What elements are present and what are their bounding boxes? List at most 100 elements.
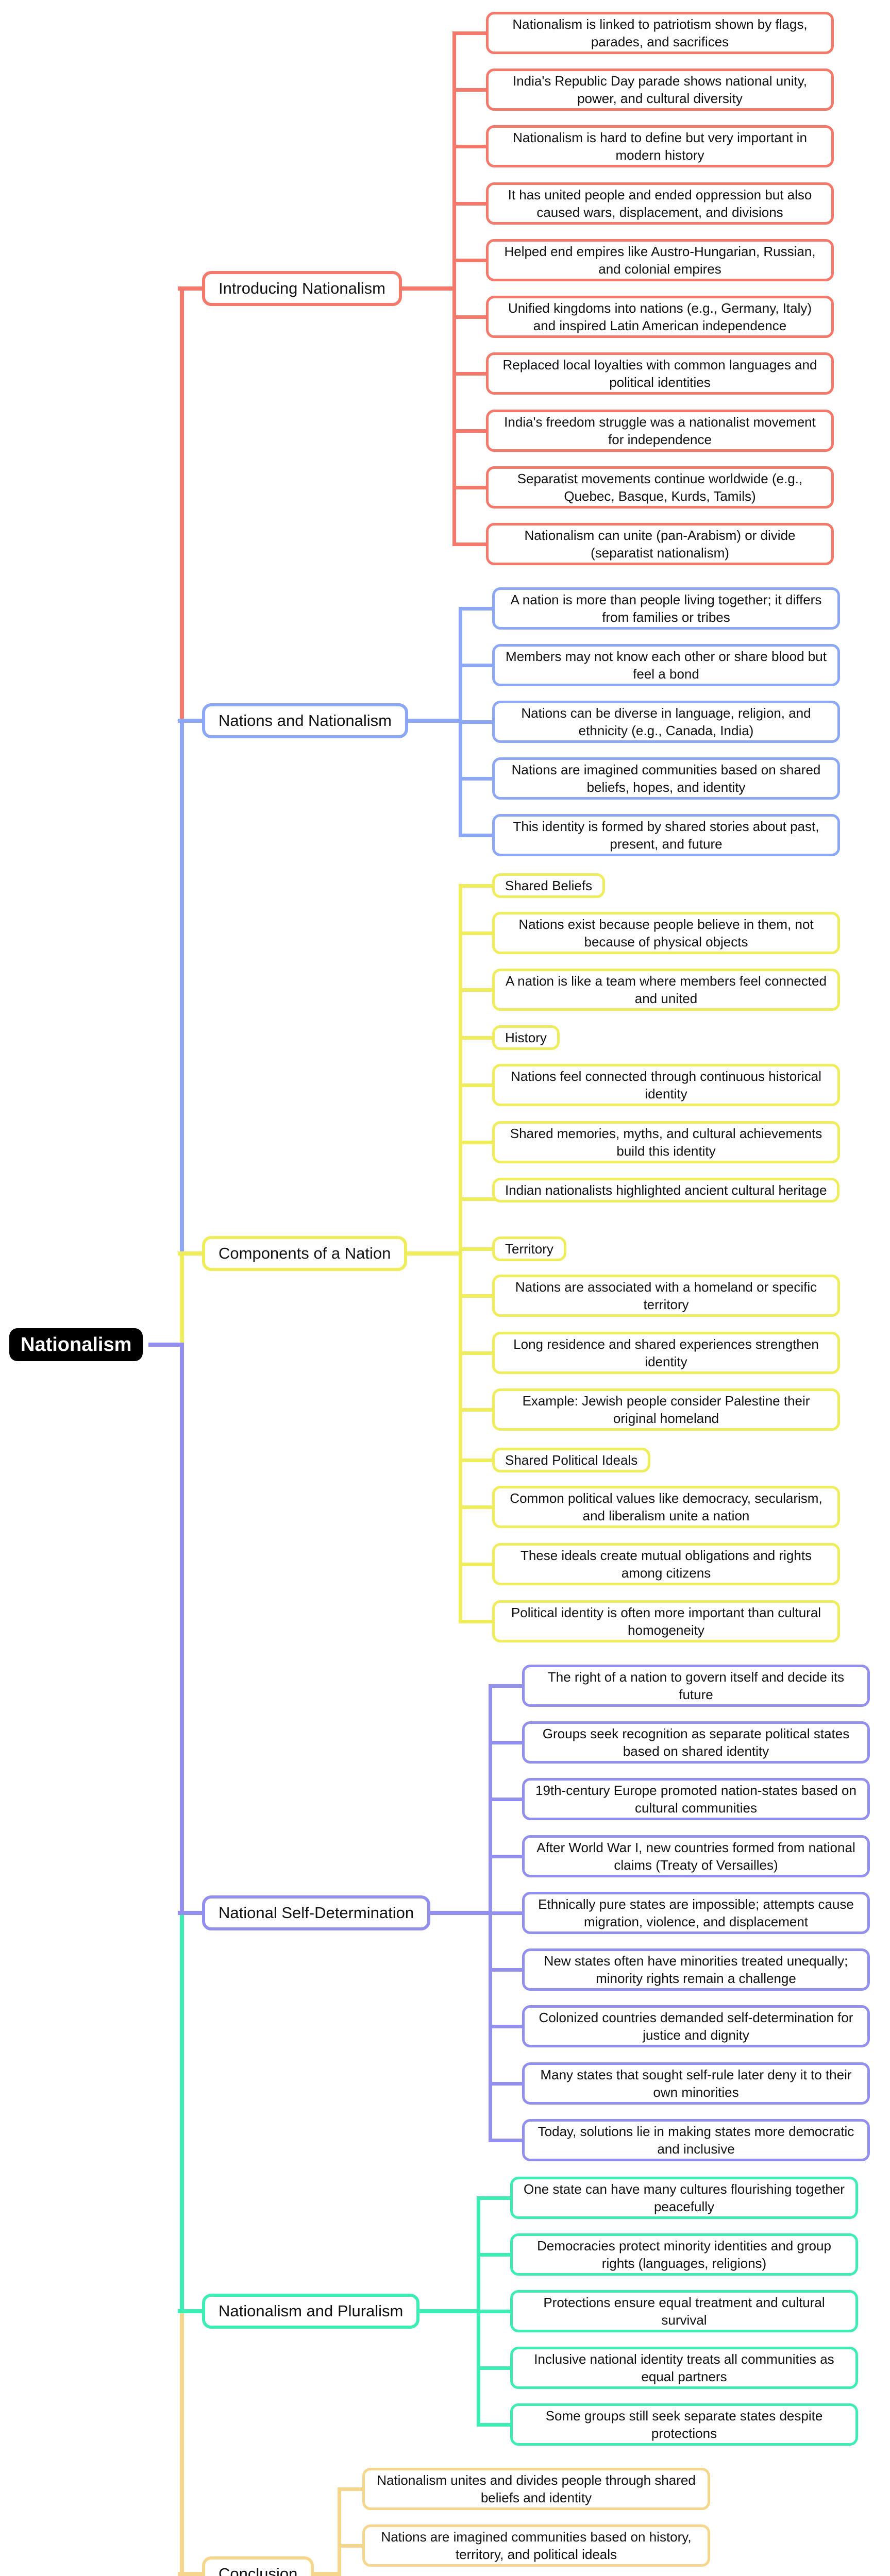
branch-node: Introducing Nationalism <box>202 271 402 306</box>
leaf-node: Democracies protect minority identities … <box>510 2233 858 2276</box>
leaf-connector <box>489 2139 529 2142</box>
leaf-connector <box>338 2544 370 2548</box>
leaf-node: New states often have minorities treated… <box>522 1948 870 1991</box>
leaf-node: These ideals create mutual obligations a… <box>492 1543 840 1585</box>
leaf-connector <box>452 486 493 489</box>
leaf-node: Nations feel connected through continuou… <box>492 1064 840 1106</box>
leaf-connector <box>489 1968 529 1972</box>
trunk-segment <box>180 2309 184 2576</box>
leaf-node: Political identity is often more importa… <box>492 1600 840 1642</box>
leaf-connector <box>459 720 499 724</box>
leaf-connector <box>477 2366 517 2370</box>
leaf-connector <box>459 607 499 611</box>
leaf-connector <box>452 259 493 262</box>
leaf-connector <box>459 1197 499 1201</box>
root-node: Nationalism <box>9 1328 143 1361</box>
leaf-connector <box>459 884 499 888</box>
leaf-connector <box>452 372 493 376</box>
leaf-connector <box>459 1141 499 1144</box>
leaf-connector <box>489 1741 529 1744</box>
leaf-connector <box>452 315 493 319</box>
leaf-node: Replaced local loyalties with common lan… <box>486 352 834 395</box>
leaf-connector <box>459 1247 499 1251</box>
branch-node: Nations and Nationalism <box>202 703 409 738</box>
leaf-connector <box>452 543 493 546</box>
leaf-node: Nationalism unites and divides people th… <box>362 2468 710 2510</box>
trunk-segment <box>180 286 184 723</box>
leaf-connector <box>459 1459 499 1462</box>
leaf-node: Groups seek recognition as separate poli… <box>522 1721 870 1764</box>
leaf-node: 19th-century Europe promoted nation-stat… <box>522 1778 870 1820</box>
leaf-trunk <box>459 884 462 1623</box>
leaf-connector <box>459 1505 499 1509</box>
branch-node: Components of a Nation <box>202 1236 408 1271</box>
trunk-segment <box>180 1343 184 1915</box>
leaf-node: Nations can be diverse in language, reli… <box>492 701 840 743</box>
leaf-node: Nations are associated with a homeland o… <box>492 1275 840 1317</box>
leaf-connector <box>459 1563 499 1566</box>
leaf-connector <box>489 1855 529 1858</box>
leaf-node: Inclusive national identity treats all c… <box>510 2347 858 2389</box>
leaf-node: Nationalism can unite (pan-Arabism) or d… <box>486 523 834 565</box>
root-connector <box>148 1343 184 1347</box>
leaf-node: India's Republic Day parade shows nation… <box>486 69 834 111</box>
leaf-connector <box>477 2253 517 2257</box>
leaf-connector <box>459 1408 499 1412</box>
leaf-node: Protections ensure equal treatment and c… <box>510 2290 858 2332</box>
leaf-node: It has united people and ended oppressio… <box>486 182 834 225</box>
leaf-connector <box>489 1911 529 1915</box>
leaf-connector <box>452 31 493 35</box>
leaf-node: Ethnically pure states are impossible; a… <box>522 1892 870 1934</box>
leaf-connector <box>489 2025 529 2028</box>
leaf-node: Shared Political Ideals <box>492 1448 651 1472</box>
leaf-node: Members may not know each other or share… <box>492 644 840 686</box>
leaf-node: Indian nationalists highlighted ancient … <box>492 1178 840 1202</box>
trunk-segment <box>180 1251 184 1347</box>
leaf-connector <box>459 1083 499 1087</box>
leaf-connector <box>452 88 493 92</box>
branch-node: National Self-Determination <box>202 1895 431 1930</box>
leaf-connector <box>489 1684 529 1688</box>
leaf-node: Today, solutions lie in making states mo… <box>522 2119 870 2161</box>
leaf-trunk <box>452 31 456 546</box>
leaf-node: Shared memories, myths, and cultural ach… <box>492 1121 840 1163</box>
leaf-connector <box>459 834 499 837</box>
leaf-connector <box>338 2487 370 2491</box>
leaf-connector <box>477 2423 517 2427</box>
leaf-connector <box>489 1798 529 1801</box>
leaf-connector <box>459 931 499 935</box>
leaf-node: Many states that sought self-rule later … <box>522 2062 870 2105</box>
leaf-node: The right of a nation to govern itself a… <box>522 1665 870 1707</box>
leaf-node: Nations exist because people believe in … <box>492 912 840 954</box>
leaf-node: Territory <box>492 1236 566 1261</box>
leaf-node: After World War I, new countries formed … <box>522 1835 870 1877</box>
leaf-connector <box>489 2082 529 2086</box>
leaf-node: Separatist movements continue worldwide … <box>486 466 834 509</box>
leaf-node: A nation is more than people living toge… <box>492 587 840 630</box>
branch-node: Conclusion <box>202 2556 314 2576</box>
leaf-node: Helped end empires like Austro-Hungarian… <box>486 239 834 281</box>
leaf-connector <box>459 988 499 992</box>
leaf-node: One state can have many cultures flouris… <box>510 2177 858 2219</box>
leaf-node: History <box>492 1025 560 1050</box>
leaf-node: Some groups still seek separate states d… <box>510 2403 858 2446</box>
leaf-connector <box>459 1620 499 1623</box>
leaf-node: Nations are imagined communities based o… <box>492 757 840 800</box>
leaf-node: Common political values like democracy, … <box>492 1486 840 1528</box>
leaf-connector <box>452 429 493 433</box>
leaf-connector <box>459 777 499 781</box>
trunk-segment <box>180 1911 184 2313</box>
leaf-node: This identity is formed by shared storie… <box>492 814 840 856</box>
leaf-connector <box>452 145 493 148</box>
leaf-trunk <box>338 2487 341 2576</box>
leaf-node: Nationalism is linked to patriotism show… <box>486 12 834 54</box>
leaf-node: Long residence and shared experiences st… <box>492 1332 840 1374</box>
leaf-node: India's freedom struggle was a nationali… <box>486 410 834 452</box>
leaf-node: Unified kingdoms into nations (e.g., Ger… <box>486 296 834 338</box>
leaf-node: Example: Jewish people consider Palestin… <box>492 1388 840 1431</box>
branch-node: Nationalism and Pluralism <box>202 2294 420 2329</box>
leaf-node: Nations are imagined communities based o… <box>362 2524 710 2567</box>
leaf-node: Nationalism is hard to define but very i… <box>486 125 834 167</box>
leaf-connector <box>452 202 493 206</box>
